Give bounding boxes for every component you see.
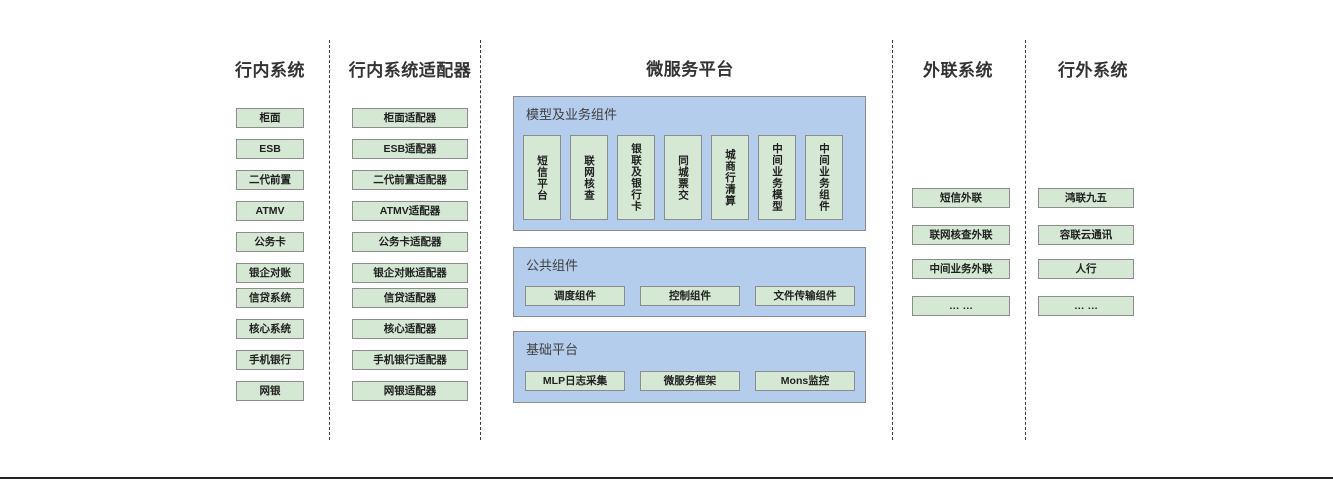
column-title-inbank-adapters: 行内系统适配器 — [348, 61, 472, 80]
node-public-component[interactable]: 调度组件 — [525, 286, 625, 306]
node-public-component[interactable]: 文件传输组件 — [755, 286, 855, 306]
panel-base-platform: 基础平台 — [513, 331, 866, 403]
node-external-link-system[interactable]: 中间业务外联 — [912, 259, 1010, 279]
node-inbank-system[interactable]: 网银 — [236, 381, 304, 401]
node-public-component[interactable]: 控制组件 — [640, 286, 740, 306]
page-bottom-rule — [0, 477, 1333, 479]
node-model-business-component[interactable]: 联网核查 — [570, 135, 608, 220]
node-inbank-adapter[interactable]: 信贷适配器 — [352, 288, 468, 308]
node-inbank-adapter[interactable]: 手机银行适配器 — [352, 350, 468, 370]
node-model-business-component[interactable]: 中间业务模型 — [758, 135, 796, 220]
node-model-business-component[interactable]: 短信平台 — [523, 135, 561, 220]
node-inbank-system[interactable]: 公务卡 — [236, 232, 304, 252]
node-external-link-system[interactable]: 短信外联 — [912, 188, 1010, 208]
node-inbank-adapter[interactable]: 二代前置适配器 — [352, 170, 468, 190]
node-inbank-system[interactable]: 银企对账 — [236, 263, 304, 283]
node-external-link-system[interactable]: … … — [912, 296, 1010, 316]
node-inbank-system[interactable]: 信贷系统 — [236, 288, 304, 308]
column-divider-4 — [1025, 40, 1026, 440]
node-model-business-component[interactable]: 中间业务组件 — [805, 135, 843, 220]
node-outbank-system[interactable]: 人行 — [1038, 259, 1134, 279]
node-model-business-component[interactable]: 同城票交 — [664, 135, 702, 220]
node-inbank-adapter[interactable]: 核心适配器 — [352, 319, 468, 339]
column-title-outbank-systems: 行外系统 — [1058, 61, 1128, 80]
node-external-link-system[interactable]: 联网核查外联 — [912, 225, 1010, 245]
node-base-platform-component[interactable]: MLP日志采集 — [525, 371, 625, 391]
node-inbank-system[interactable]: 二代前置 — [236, 170, 304, 190]
panel-public-components: 公共组件 — [513, 247, 866, 317]
node-inbank-adapter[interactable]: 公务卡适配器 — [352, 232, 468, 252]
node-inbank-adapter[interactable]: 网银适配器 — [352, 381, 468, 401]
column-title-microservice-platform: 微服务平台 — [646, 60, 734, 79]
panel-title-public-components: 公共组件 — [526, 258, 579, 273]
node-inbank-adapter[interactable]: 柜面适配器 — [352, 108, 468, 128]
node-outbank-system[interactable]: 容联云通讯 — [1038, 225, 1134, 245]
node-model-business-component[interactable]: 银联及银行卡 — [617, 135, 655, 220]
column-divider-1 — [329, 40, 330, 440]
node-inbank-adapter[interactable]: ESB适配器 — [352, 139, 468, 159]
node-inbank-system[interactable]: ESB — [236, 139, 304, 159]
node-base-platform-component[interactable]: 微服务框架 — [640, 371, 740, 391]
node-inbank-system[interactable]: 手机银行 — [236, 350, 304, 370]
node-inbank-adapter[interactable]: 银企对账适配器 — [352, 263, 468, 283]
panel-title-base-platform: 基础平台 — [526, 342, 579, 357]
node-outbank-system[interactable]: … … — [1038, 296, 1134, 316]
node-outbank-system[interactable]: 鸿联九五 — [1038, 188, 1134, 208]
node-inbank-adapter[interactable]: ATMV适配器 — [352, 201, 468, 221]
column-divider-2 — [480, 40, 481, 440]
panel-title-model-business-components: 模型及业务组件 — [526, 107, 618, 122]
node-inbank-system[interactable]: 核心系统 — [236, 319, 304, 339]
node-base-platform-component[interactable]: Mons监控 — [755, 371, 855, 391]
column-title-inbank-systems: 行内系统 — [235, 61, 305, 80]
node-model-business-component[interactable]: 城商行清算 — [711, 135, 749, 220]
node-inbank-system[interactable]: ATMV — [236, 201, 304, 221]
node-inbank-system[interactable]: 柜面 — [236, 108, 304, 128]
column-divider-3 — [892, 40, 893, 440]
column-title-external-link-systems: 外联系统 — [923, 61, 993, 80]
